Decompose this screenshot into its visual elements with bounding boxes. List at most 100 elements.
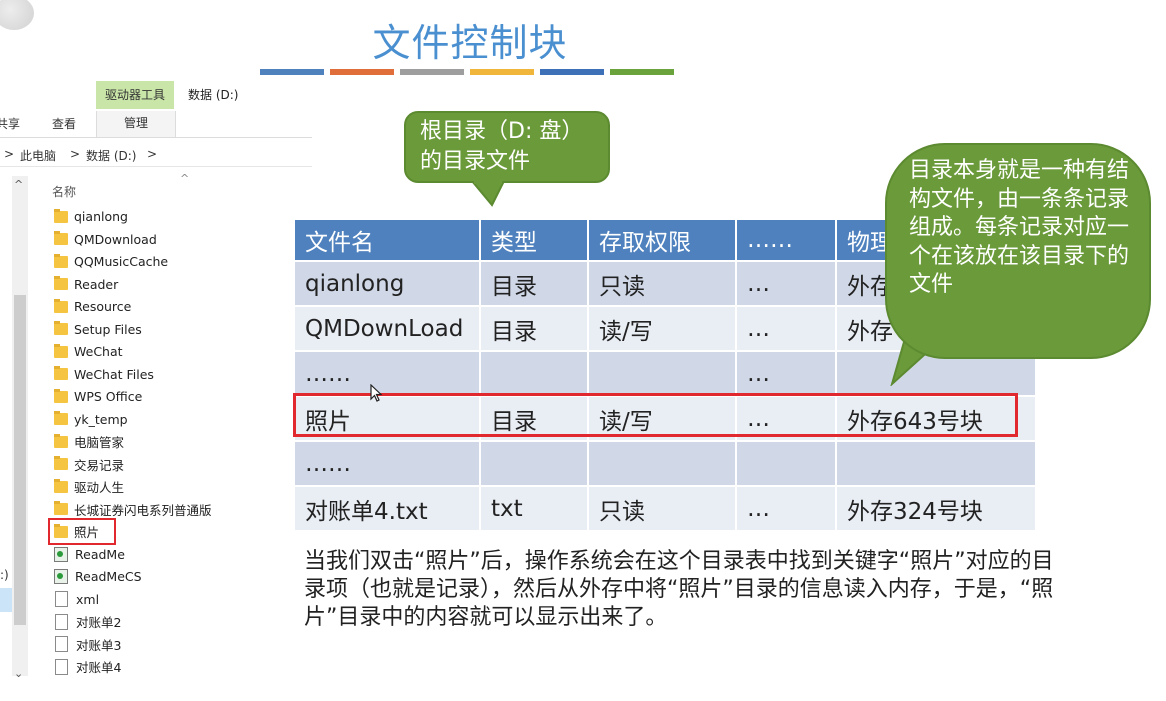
table-cell: 目录 <box>481 305 589 350</box>
folder-icon <box>54 253 68 268</box>
address-bar[interactable]: > 此电脑 > 数据 (D:) > <box>0 144 312 167</box>
file-list-item[interactable]: 对账单4 <box>54 656 121 677</box>
folder-icon <box>54 388 68 403</box>
file-name-label: 电脑管家 <box>74 435 125 450</box>
file-list-item[interactable]: xml <box>54 589 99 610</box>
executable-icon <box>54 569 68 584</box>
photo-folder-highlight-box <box>48 518 116 545</box>
file-list-item[interactable]: 对账单2 <box>54 611 121 632</box>
file-list-item[interactable]: Reader <box>54 274 118 295</box>
file-list-item[interactable]: 长城证券闪电系列普通版 <box>54 499 212 520</box>
table-cell: … <box>737 260 837 305</box>
tab-view[interactable]: 查看 <box>52 117 77 131</box>
title-color-bar <box>470 69 534 75</box>
table-cell: 外存643号块 <box>837 395 1037 440</box>
callout-directory-structure: 目录本身就是一种有结构文件，由一条条记录组成。每条记录对应一个在该放在该目录下的… <box>885 143 1151 359</box>
folder-icon <box>54 298 68 313</box>
window-title: 数据 (D:) <box>188 88 239 102</box>
ribbon-tab-bar: 共享 查看 管理 <box>0 111 312 138</box>
table-cell: 只读 <box>589 485 737 530</box>
file-list-item[interactable]: Resource <box>54 296 131 317</box>
tab-manage[interactable]: 管理 <box>96 111 176 137</box>
file-list-item[interactable]: 驱动人生 <box>54 476 124 497</box>
file-name-label: WeChat <box>74 344 123 359</box>
folder-icon <box>54 411 68 425</box>
breadcrumb-separator-icon: > <box>70 147 81 161</box>
folder-icon <box>54 343 68 358</box>
watermark-logo-icon <box>0 0 34 30</box>
file-name-label: WPS Office <box>74 389 143 404</box>
file-list-item[interactable]: 对账单3 <box>54 634 121 655</box>
file-name-label: Reader <box>74 276 119 292</box>
table-cell: QMDownLoad <box>295 305 481 350</box>
table-cell: … <box>737 305 837 350</box>
table-cell <box>589 350 737 395</box>
slide-title: 文件控制块 <box>372 21 568 65</box>
file-name-label: ReadMe <box>75 546 125 562</box>
mouse-cursor-icon <box>370 384 383 402</box>
file-name-label: Setup Files <box>74 321 142 337</box>
title-color-bar <box>330 69 394 75</box>
scroll-down-icon[interactable]: ⌄ <box>14 667 24 680</box>
file-name-label: 对账单4 <box>76 660 122 675</box>
file-name-label: ReadMeCS <box>75 569 142 584</box>
document-icon <box>55 636 68 652</box>
scroll-up-icon[interactable]: ^ <box>14 178 24 191</box>
table-column-header: 存取权限 <box>589 220 737 260</box>
file-name-label: 对账单3 <box>76 637 122 653</box>
file-list-item[interactable]: WeChat <box>54 341 123 362</box>
table-cell: 目录 <box>481 395 589 440</box>
tab-share[interactable]: 共享 <box>0 117 21 131</box>
table-cell: … <box>737 485 837 530</box>
file-list-item[interactable]: WPS Office <box>54 386 142 407</box>
file-name-label: QQMusicCache <box>74 254 169 269</box>
file-list-item[interactable]: Setup Files <box>54 319 142 340</box>
folder-icon <box>54 501 68 515</box>
nav-drive-label[interactable]: :) <box>0 568 9 582</box>
table-row: 照片目录读/写…外存643号块 <box>295 395 1037 440</box>
table-cell: 读/写 <box>589 395 737 440</box>
title-color-bars <box>260 69 674 75</box>
file-list-item[interactable]: ReadMeCS <box>54 566 142 587</box>
folder-icon <box>54 366 68 380</box>
table-cell: txt <box>481 485 589 530</box>
table-cell <box>837 440 1037 485</box>
name-column-header[interactable]: 名称 <box>52 185 77 199</box>
nav-scrollbar-thumb[interactable] <box>14 295 26 625</box>
drive-tools-context-tab[interactable]: 驱动器工具 <box>96 81 174 109</box>
title-color-bar <box>260 69 324 75</box>
table-cell <box>481 350 589 395</box>
table-cell: 读/写 <box>589 305 737 350</box>
file-name-label: yk_temp <box>74 411 128 427</box>
file-list-item[interactable]: yk_temp <box>54 409 128 430</box>
file-list-item[interactable]: 交易记录 <box>54 454 124 475</box>
file-name-label: 驱动人生 <box>74 480 125 495</box>
breadcrumb-drive-d[interactable]: 数据 (D:) <box>86 149 137 163</box>
file-name-label: qianlong <box>74 209 128 224</box>
table-cell: …… <box>295 440 481 485</box>
file-list-item[interactable]: WeChat Files <box>54 364 154 385</box>
file-name-label: WeChat Files <box>74 366 154 382</box>
file-list-item[interactable]: 电脑管家 <box>54 431 124 452</box>
file-name-label: 照片 <box>74 525 100 540</box>
document-icon <box>55 613 68 630</box>
table-cell: qianlong <box>295 260 481 305</box>
file-name-label: 对账单2 <box>76 615 122 630</box>
file-list-item[interactable]: ReadMe <box>54 544 125 565</box>
folder-icon <box>54 321 68 335</box>
file-name-label: xml <box>76 591 100 607</box>
file-list-item[interactable]: QMDownload <box>54 229 157 250</box>
file-list-item[interactable]: qianlong <box>54 206 128 227</box>
table-column-header: 文件名 <box>295 220 481 260</box>
title-color-bar <box>610 69 674 75</box>
folder-icon <box>54 456 68 470</box>
breadcrumb-this-pc[interactable]: 此电脑 <box>20 149 57 163</box>
file-list-item[interactable]: 照片 <box>54 521 99 542</box>
title-color-bar <box>400 69 464 75</box>
table-cell: … <box>737 395 837 440</box>
table-row: …… <box>295 440 1037 485</box>
nav-selected-item[interactable] <box>0 588 12 612</box>
document-icon <box>55 591 68 607</box>
file-list-item[interactable]: QQMusicCache <box>54 251 168 272</box>
folder-icon <box>54 478 68 493</box>
